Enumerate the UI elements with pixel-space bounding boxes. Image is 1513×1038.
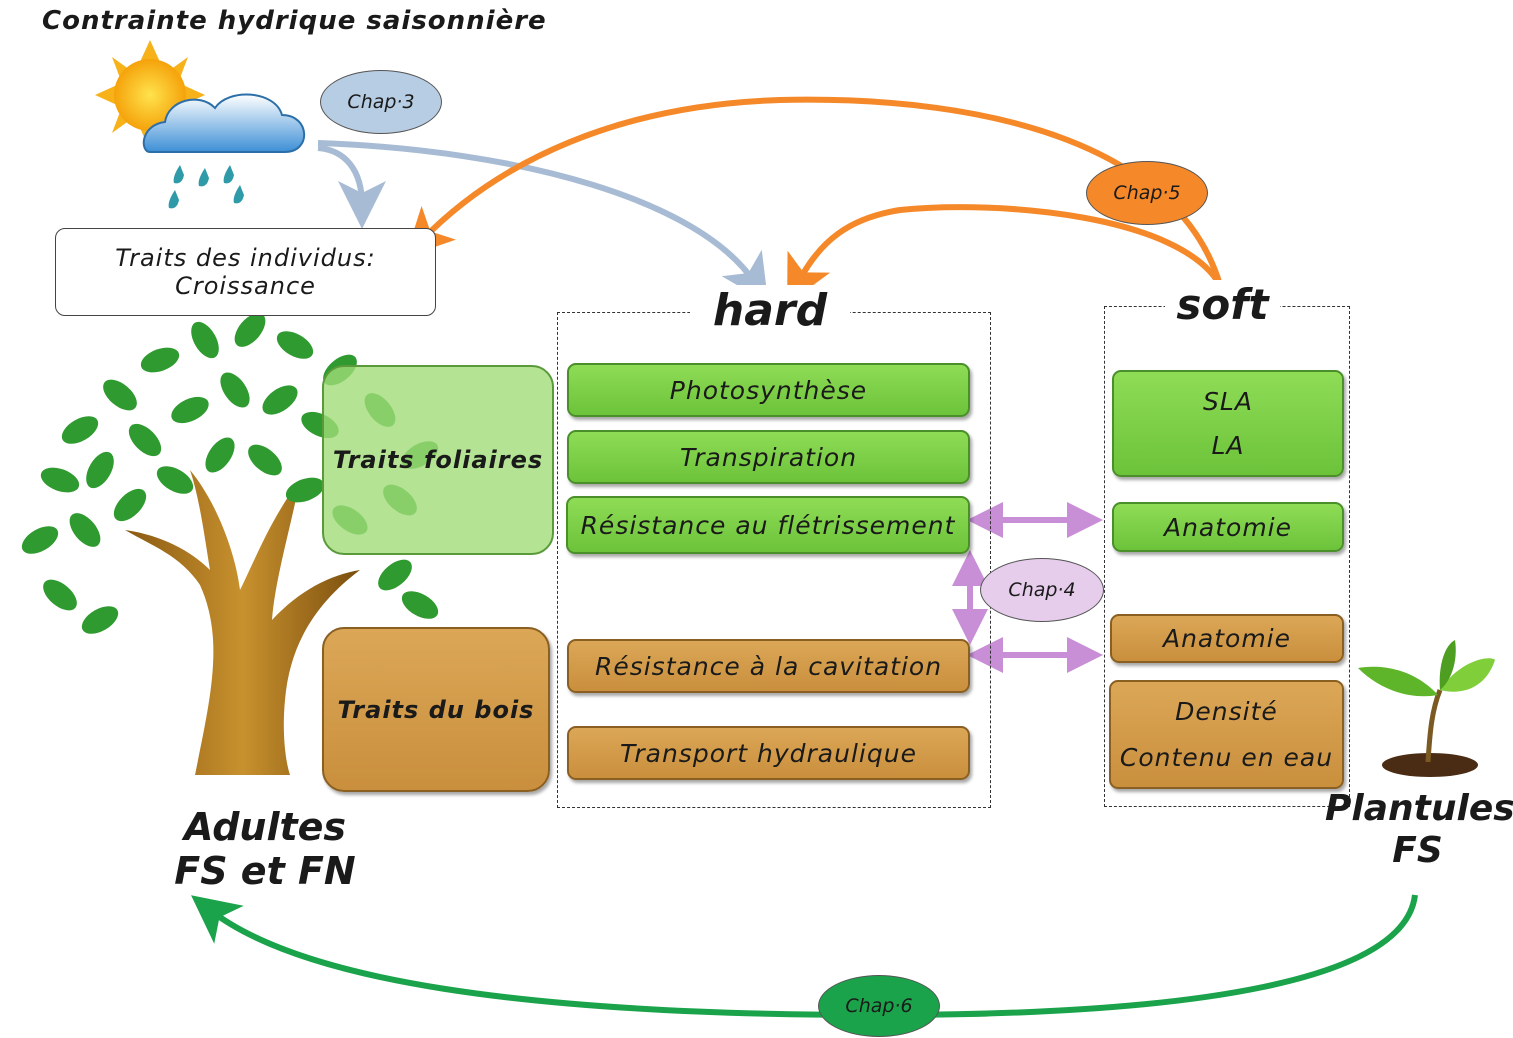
hard-label: hard [690, 285, 850, 336]
blue-arrow-to-hard [317, 140, 769, 303]
hard-photosynthese: Photosynthèse [567, 363, 970, 417]
soft-sla-la-box: SLA LA [1112, 370, 1344, 477]
sun-cloud-rain-icon [95, 40, 306, 209]
chap4-oval: Chap·4 [980, 558, 1104, 622]
traits-individus-box: Traits des individus: Croissance [55, 228, 436, 316]
green-arrow-to-adults [191, 894, 1418, 1019]
chap6-oval: Chap·6 [818, 975, 940, 1037]
soft-densite-contenu-box: Densité Contenu en eau [1109, 680, 1344, 789]
orange-arrow-to-hard [787, 204, 1223, 305]
soft-sla: SLA [1203, 387, 1253, 417]
chap5-oval: Chap·5 [1086, 161, 1208, 225]
plantules-line2: FS [1392, 830, 1443, 871]
chap3-oval: Chap·3 [320, 70, 442, 134]
traits-bois-box: Traits du bois [322, 627, 550, 792]
hard-resistance-fletrissement: Résistance au flétrissement [566, 496, 970, 554]
soft-contenu-eau: Contenu en eau [1119, 743, 1334, 773]
blue-arrow-to-traits [317, 145, 386, 229]
diagram-title: Contrainte hydrique saisonnière [42, 6, 547, 36]
traits-individus-line2: Croissance [175, 272, 316, 300]
adultes-line2: FS et FN [174, 849, 356, 893]
traits-individus-line1: Traits des individus: [115, 244, 376, 272]
soft-densite: Densité [1175, 696, 1278, 726]
soft-anatomie-wood: Anatomie [1110, 614, 1344, 663]
traits-foliaires-box: Traits foliaires [322, 365, 554, 555]
soft-anatomie-leaf: Anatomie [1112, 502, 1344, 552]
hard-transpiration: Transpiration [567, 430, 970, 484]
hard-resistance-cavitation: Résistance à la cavitation [567, 639, 970, 693]
plantules-line1: Plantules [1325, 788, 1513, 829]
traits-foliaires-label: Traits foliaires [332, 446, 544, 474]
plantules-label: Plantules FS [1325, 788, 1513, 872]
hard-transport-hydraulique: Transport hydraulique [567, 726, 970, 780]
soft-label: soft [1165, 280, 1280, 329]
traits-bois-label: Traits du bois [337, 695, 535, 724]
adultes-line1: Adultes [183, 805, 347, 849]
seedling-icon [1358, 640, 1495, 777]
soft-la: LA [1211, 430, 1245, 460]
adultes-label: Adultes FS et FN [160, 805, 370, 893]
